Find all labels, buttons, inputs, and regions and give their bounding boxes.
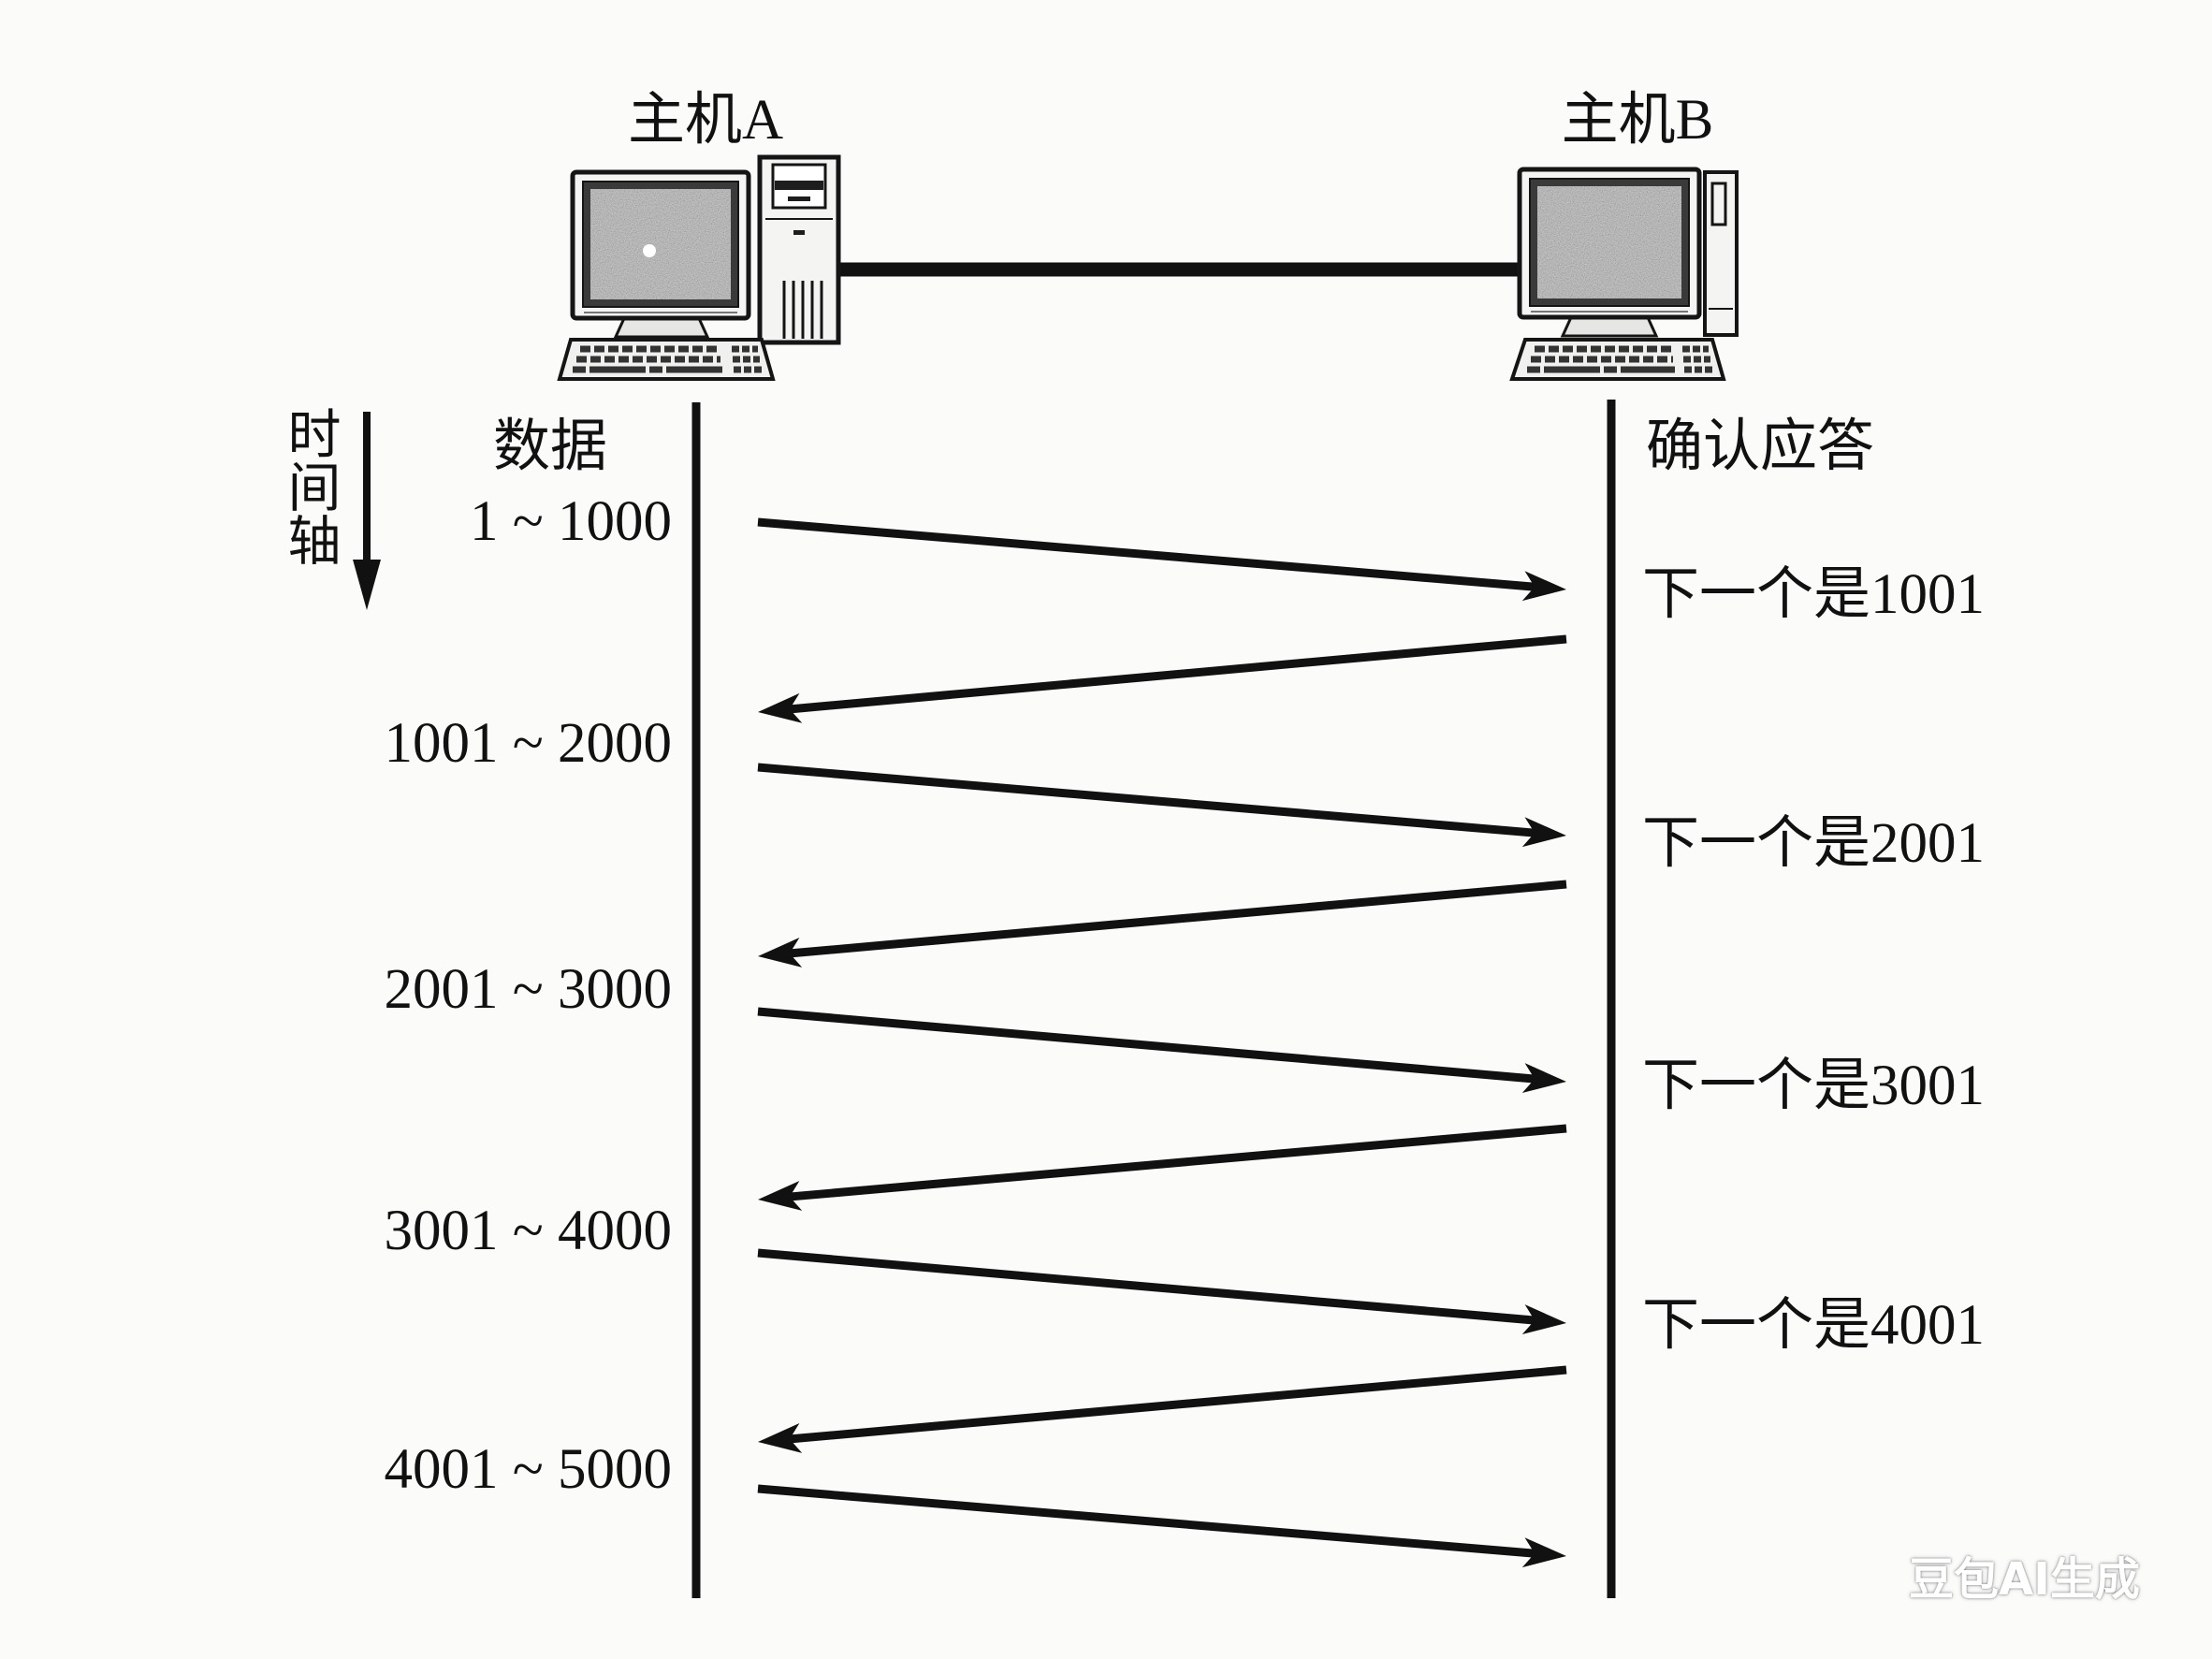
ack-column-header: 确认应答 bbox=[1646, 415, 1874, 480]
arrow-shaft bbox=[758, 1253, 1536, 1320]
segment-label: 1001 ~ 2000 bbox=[204, 711, 672, 777]
data-segment-arrow-3 bbox=[758, 1011, 1566, 1093]
host-b-monitor bbox=[1520, 169, 1699, 336]
ack-label: 下一个是2001 bbox=[1642, 811, 1985, 877]
tower-body bbox=[1705, 172, 1737, 335]
host-a-computer-icon bbox=[560, 157, 838, 379]
arrow-shaft bbox=[758, 1011, 1536, 1079]
ack-arrow-1 bbox=[758, 639, 1566, 723]
host-b-computer-icon bbox=[1512, 169, 1737, 379]
time-axis-arrowhead bbox=[353, 560, 381, 610]
arrow-shaft bbox=[758, 522, 1536, 587]
host-b-tower bbox=[1705, 172, 1737, 335]
arrow-shaft bbox=[788, 639, 1566, 709]
data-segment-arrow-4 bbox=[758, 1253, 1566, 1334]
arrow-shaft bbox=[788, 884, 1566, 953]
ack-arrow-4 bbox=[758, 1370, 1566, 1453]
tower-drive-slot bbox=[788, 196, 810, 201]
ack-arrow-2 bbox=[758, 884, 1566, 968]
screen-cursor-dot bbox=[643, 244, 656, 257]
data-segment-arrow-1 bbox=[758, 522, 1566, 601]
monitor-screen-grain bbox=[590, 189, 731, 299]
tower-drive-band bbox=[775, 181, 823, 190]
segment-label: 3001 ~ 4000 bbox=[204, 1199, 672, 1264]
data-segment-arrow-5 bbox=[758, 1489, 1566, 1567]
message-arrows bbox=[758, 522, 1566, 1567]
data-segment-arrow-2 bbox=[758, 767, 1566, 847]
ack-label: 下一个是3001 bbox=[1642, 1054, 1985, 1119]
host-a-monitor bbox=[573, 172, 749, 337]
segment-label: 2001 ~ 3000 bbox=[204, 957, 672, 1023]
monitor-screen-grain bbox=[1537, 186, 1681, 298]
host-b-keyboard bbox=[1512, 340, 1724, 379]
ack-arrow-3 bbox=[758, 1128, 1566, 1211]
watermark: 豆包AI生成 bbox=[1909, 1551, 2140, 1608]
host-a-keyboard bbox=[560, 340, 773, 379]
host-a-title: 主机A bbox=[565, 88, 846, 153]
segment-label: 1 ~ 1000 bbox=[204, 489, 672, 555]
arrow-shaft bbox=[758, 1489, 1536, 1553]
ack-label: 下一个是4001 bbox=[1642, 1293, 1985, 1359]
arrow-shaft bbox=[758, 767, 1536, 833]
ack-label: 下一个是1001 bbox=[1642, 562, 1985, 628]
segment-label: 4001 ~ 5000 bbox=[204, 1437, 672, 1503]
arrow-shaft bbox=[788, 1370, 1566, 1439]
arrow-shaft bbox=[788, 1128, 1566, 1197]
host-b-title: 主机B bbox=[1497, 88, 1778, 153]
data-column-header: 数据 bbox=[493, 415, 607, 480]
tower-indicator bbox=[793, 230, 805, 235]
host-a-tower bbox=[760, 157, 838, 342]
